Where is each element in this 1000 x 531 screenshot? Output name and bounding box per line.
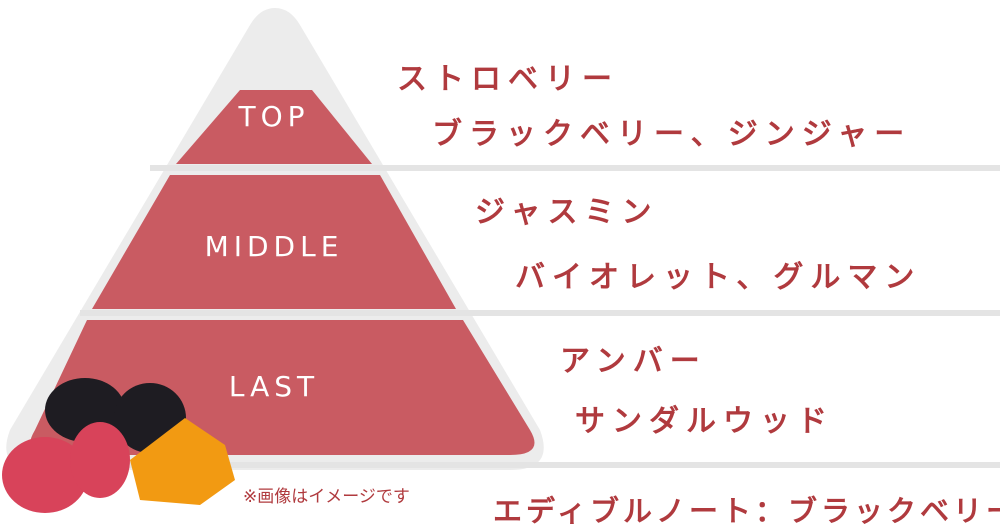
tier-label-top: TOP	[237, 100, 309, 133]
tier-middle-note-1: ジャスミン	[475, 195, 659, 230]
raspberry-image	[2, 422, 130, 513]
tier-top	[176, 90, 372, 164]
amber-image	[130, 418, 235, 505]
tier-middle	[92, 175, 456, 309]
divider-last	[10, 462, 1000, 468]
fruit-image	[2, 378, 235, 513]
tier-label-last: LAST	[229, 370, 319, 403]
edible-note: エディブルノート：ブラックベリー	[493, 494, 1000, 528]
image-disclaimer: ※画像はイメージです	[243, 487, 410, 507]
tier-top-note-2: ブラックベリー、ジンジャー	[432, 117, 912, 152]
tier-middle-note-2: バイオレット、グルマン	[515, 260, 922, 295]
tier-label-middle: MIDDLE	[205, 230, 344, 263]
divider-top	[150, 165, 1000, 171]
tier-last-note-2: サンダルウッド	[575, 404, 834, 439]
tier-top-note-1: ストロベリー	[397, 62, 619, 97]
tier-last-note-1: アンバー	[560, 344, 707, 379]
divider-middle	[80, 310, 1000, 316]
